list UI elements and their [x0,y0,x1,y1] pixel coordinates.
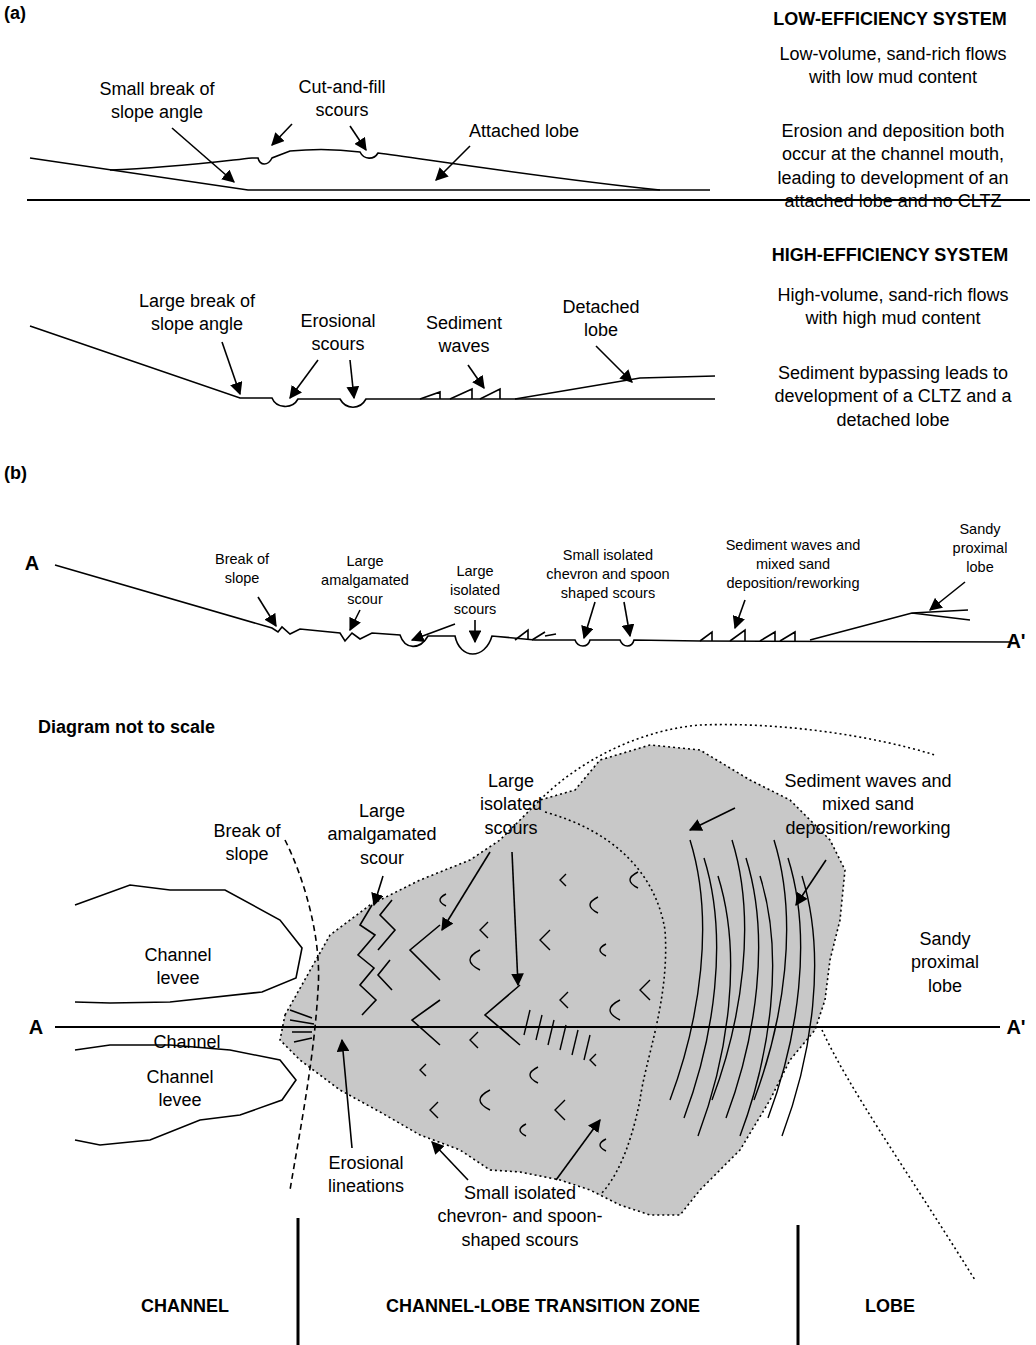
label: Sediment waves and mixed sand deposition… [718,536,868,593]
scour-mark [712,840,745,1100]
scour-mark [630,872,638,888]
label: Small isolated chevron and spoon shaped … [543,546,673,603]
label: HIGH-EFFICIENCY SYSTEM [750,244,1030,267]
label: Large amalgamated scour [320,800,445,870]
label: A' [1001,1014,1031,1040]
label: Sandy proximal lobe [945,520,1015,577]
scour-mark [560,874,566,886]
scour-mark [560,992,568,1008]
scour-mark [555,1100,565,1120]
label: LOW-EFFICIENCY SYSTEM [750,8,1030,31]
label: Channel levee [138,944,218,991]
scour-mark [480,922,488,938]
label: Large isolated scours [466,770,556,840]
label: Cut-and-fill scours [287,76,397,123]
label: A [21,1014,51,1040]
scour-mark [698,876,731,1136]
scour-mark [440,894,446,906]
label: CHANNEL-LOBE TRANSITION ZONE [363,1295,723,1318]
label: Low-volume, sand-rich flows with low mud… [768,43,1018,90]
label: High-volume, sand-rich flows with high m… [768,284,1018,331]
scour-mark [536,1015,542,1040]
scour-mark [572,1030,578,1055]
label: Break of slope [205,550,280,588]
scour-mark [470,950,480,970]
label: (b) [4,462,40,485]
scour-mark [684,858,717,1118]
scour-mark [590,897,598,913]
scour-mark [540,930,550,950]
label: Erosion and deposition both occur at the… [763,120,1023,214]
label: (a) [4,2,40,25]
scour-mark [740,876,773,1136]
label: LOBE [830,1295,950,1318]
label: Detached lobe [551,296,651,343]
scour-mark [640,980,650,1000]
label: Channel [142,1031,232,1054]
scour-mark [610,1000,620,1020]
label: Channel levee [140,1066,220,1113]
scour-mark [530,1067,538,1083]
label: Sandy proximal lobe [903,928,988,998]
label: A [17,550,47,576]
scour-mark [524,1010,530,1035]
label: Attached lobe [444,120,604,143]
label: Erosional lineations [316,1152,416,1199]
label: A' [1001,628,1031,654]
label: Sediment waves [414,312,514,359]
scour-mark [754,840,787,1100]
label: CHANNEL [105,1295,265,1318]
label: Large amalgamated scour [318,552,413,609]
label: Break of slope [202,820,292,867]
scour-mark [782,876,815,1136]
scour-mark [670,840,703,1100]
label: Sediment waves and mixed sand deposition… [778,770,958,840]
label: Large break of slope angle [127,290,267,337]
scour-mark [548,1020,554,1045]
scour-mark [584,1035,590,1060]
scour-mark [420,1064,426,1076]
label: Large isolated scours [440,562,510,619]
scour-mark [470,1032,478,1048]
scour-mark [768,858,801,1118]
label: Small isolated chevron- and spoon-shaped… [431,1182,609,1252]
scour-mark [600,1139,606,1151]
label: Erosional scours [283,310,393,357]
scour-mark [520,1124,526,1136]
scour-mark [726,858,759,1118]
scour-mark [430,1102,438,1118]
scour-mark [480,1090,490,1110]
label: Diagram not to scale [38,716,288,739]
scour-mark [600,944,606,956]
scour-mark [590,1054,596,1066]
label: Sediment bypassing leads to development … [773,362,1013,432]
scour-mark [560,1025,566,1050]
label: Small break of slope angle [87,78,227,125]
